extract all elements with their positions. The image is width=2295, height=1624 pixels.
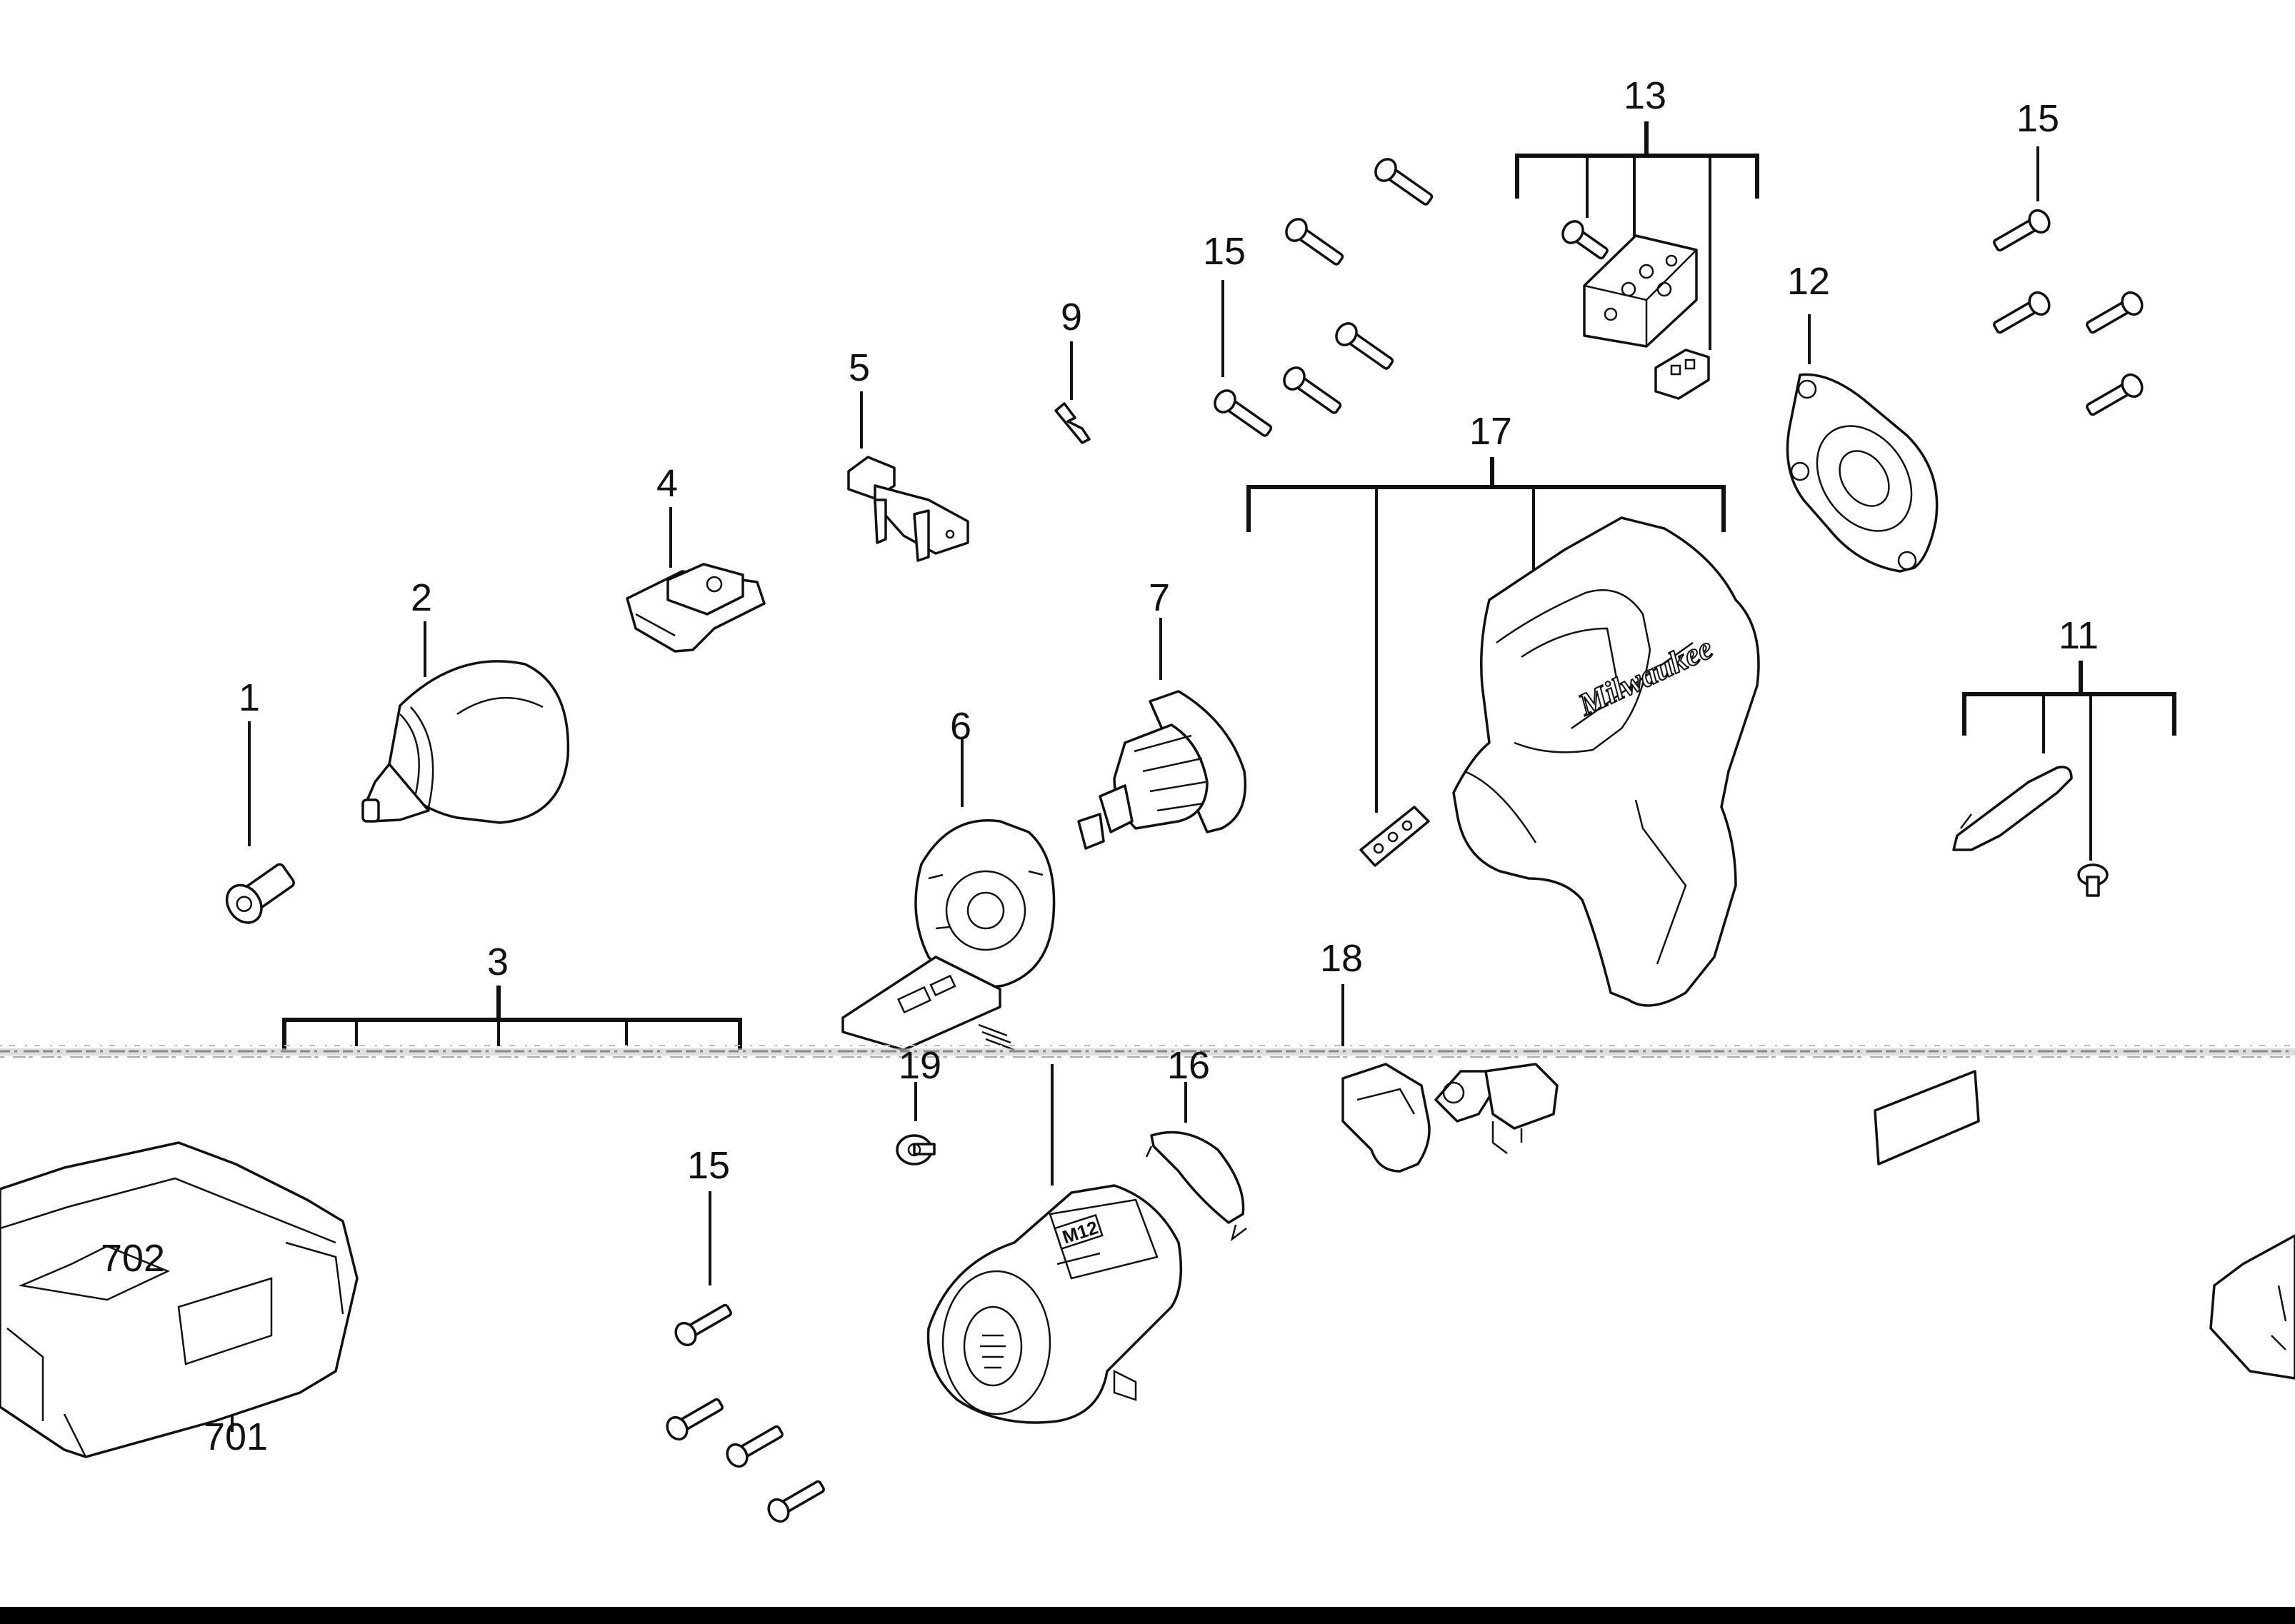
callout-17: 17 [1469, 410, 1512, 453]
part-16-cover [1145, 1131, 1247, 1242]
part-19-screw [896, 1134, 936, 1166]
bracket-11 [1962, 661, 2176, 861]
callout-4: 4 [656, 462, 678, 505]
callout-7: 7 [1149, 576, 1170, 619]
callout-16: 16 [1167, 1044, 1210, 1087]
part-17-label-plate [1359, 806, 1430, 867]
callout-12: 12 [1787, 260, 1830, 303]
callout-9: 9 [1061, 296, 1082, 339]
callout-2: 2 [411, 576, 432, 619]
bracket-13 [1515, 121, 1759, 350]
screws-15-center [1214, 158, 1609, 437]
label-sticker [1874, 1070, 1980, 1166]
bracket-3 [282, 986, 742, 1050]
callout-5: 5 [849, 346, 870, 389]
part-17-housing: Milwaukee [1452, 516, 1760, 1007]
screws-15-right [1993, 209, 2144, 416]
part-7-armature [1077, 690, 1247, 850]
part-4-switch-cover [626, 563, 766, 653]
callout-15-center: 15 [1203, 230, 1246, 273]
bracket-17 [1246, 457, 1726, 813]
callout-15-right: 15 [2016, 97, 2059, 140]
callout-701: 701 [204, 1415, 268, 1458]
callout-6: 6 [950, 705, 971, 748]
callout-11: 11 [2059, 614, 2099, 657]
part-2-chuck [361, 660, 570, 824]
carrying-case [0, 1141, 359, 1458]
part-11-screw [2077, 863, 2109, 897]
callout-18: 18 [1320, 937, 1363, 980]
part-5-slide-switch [847, 456, 969, 562]
scan-noise-band [0, 1045, 2295, 1058]
callout-13: 13 [1624, 74, 1666, 117]
partial-battery [2209, 1234, 2295, 1380]
callout-19: 19 [899, 1044, 941, 1087]
part-11-belt-clip [1952, 766, 2073, 851]
callout-15-lower: 15 [687, 1144, 730, 1187]
part-12-gear-plate [1786, 373, 1939, 573]
callout-1: 1 [239, 676, 260, 719]
motor-assembly: M12 [926, 1184, 1183, 1424]
part-18-switch [1341, 1063, 1559, 1173]
part-9-spring [1054, 402, 1091, 444]
callout-3: 3 [487, 941, 509, 983]
callout-702: 702 [101, 1237, 165, 1280]
callout-labels: 1 2 3 4 5 6 7 9 11 12 13 15 15 15 16 17 … [101, 74, 2099, 1458]
part-1-screw [225, 863, 295, 924]
screws-15-lower [666, 1303, 825, 1523]
part-6-stator-board [841, 819, 1056, 1051]
leader-lines [131, 146, 2039, 1432]
footer-bar [0, 1607, 2295, 1624]
part-13-module [1583, 234, 1710, 400]
